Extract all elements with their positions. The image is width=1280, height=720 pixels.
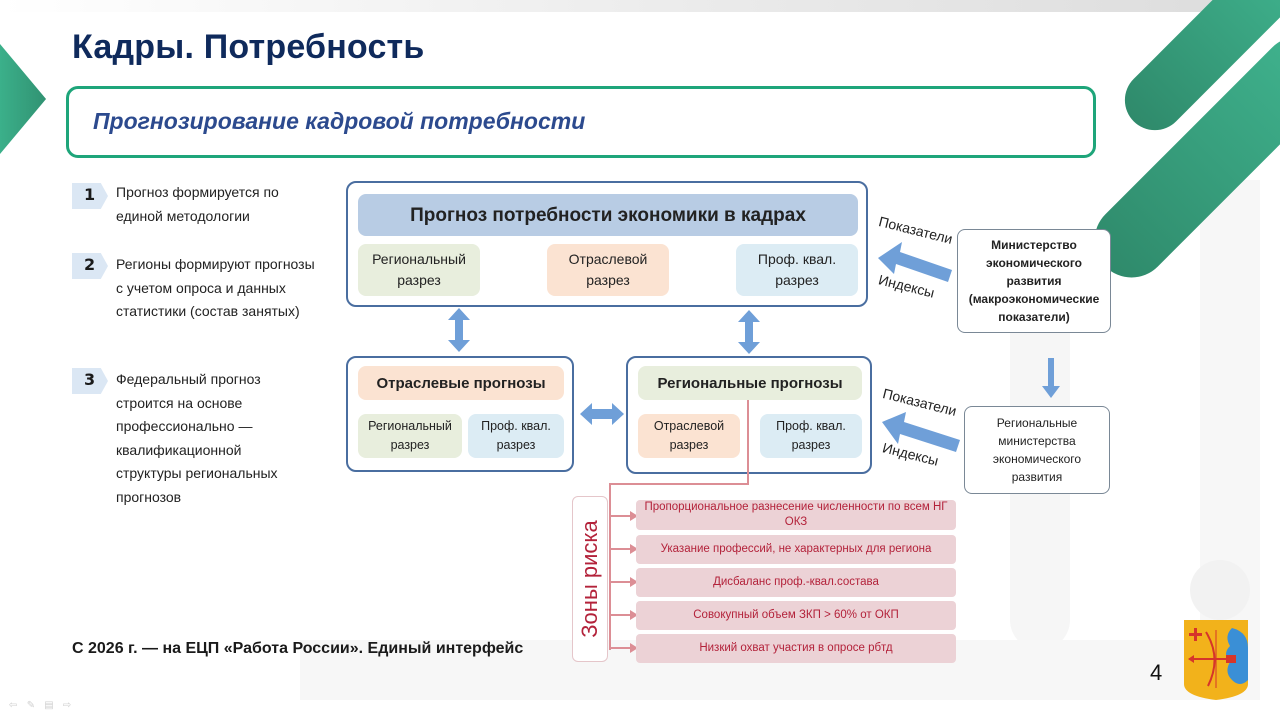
step-text: Регионы формируют прогнозы с учетом опро…: [116, 256, 315, 319]
decorative-triangle: [0, 44, 46, 154]
risk-zones-label-box: Зоны риска: [572, 496, 608, 662]
step-number: 3: [84, 370, 96, 389]
step-number: 2: [84, 255, 96, 274]
main-forecast-frame: Прогноз потребности экономики в кадрах Р…: [346, 181, 868, 307]
regional-ministries-box: Региональные министерства экономического…: [964, 406, 1110, 494]
regional-forecasts-title: Региональные прогнозы: [638, 366, 862, 400]
page-title: Кадры. Потребность: [72, 28, 425, 66]
double-arrow-vertical-icon: [448, 308, 470, 352]
sectoral-forecasts-title: Отраслевые прогнозы: [358, 366, 564, 400]
step-badge: [72, 253, 108, 279]
arrow-down-icon: [1042, 358, 1060, 398]
menu-icon[interactable]: ▤: [44, 700, 54, 711]
subtitle: Прогнозирование кадровой потребности: [93, 108, 586, 134]
step-badge: [72, 368, 108, 394]
slide-number: 4: [1150, 660, 1163, 685]
chip-regional-cut: Региональный разрез: [358, 414, 462, 458]
chip-sectoral-cut: Отраслевой разрез: [547, 244, 669, 296]
regional-ministries-text: Региональные министерства экономического…: [992, 416, 1082, 484]
risk-item: Низкий охват участия в опросе рбтд: [636, 634, 956, 663]
footer-note: С 2026 г. — на ЕЦП «Работа России». Един…: [72, 640, 524, 657]
ministry-box: Министерство экономического развития (ма…: [957, 229, 1111, 333]
step-text: Прогноз формируется по единой методологи…: [116, 184, 279, 224]
risk-item: Дисбаланс проф.-квал.состава: [636, 568, 956, 597]
arrow-left-icon: [882, 412, 960, 452]
chip-prof-cut: Проф. квал. разрез: [736, 244, 858, 296]
risk-item: Указание профессий, не характерных для р…: [636, 535, 956, 564]
ministry-text: Министерство экономического развития (ма…: [968, 238, 1100, 324]
step-text: Федеральный прогноз строится на основе п…: [116, 371, 278, 505]
risk-item: Пропорциональное разнесение численности …: [636, 500, 956, 530]
top-bar: [0, 0, 1280, 12]
watermark-shape: [1190, 560, 1250, 620]
risk-connector-tree: [609, 400, 749, 653]
prev-slide-icon[interactable]: ⇦: [8, 700, 18, 711]
subtitle-box: Прогнозирование кадровой потребности: [66, 86, 1096, 158]
slide-nav-controls[interactable]: ⇦ ✎ ▤ ⇨: [8, 700, 72, 711]
step-badge: [72, 183, 108, 209]
pen-icon[interactable]: ✎: [26, 700, 36, 711]
step-number: 1: [84, 185, 96, 204]
next-slide-icon[interactable]: ⇨: [62, 700, 72, 711]
main-forecast-title: Прогноз потребности экономики в кадрах: [358, 194, 858, 236]
chip-prof-cut: Проф. квал. разрез: [760, 414, 862, 458]
double-arrow-horizontal-icon: [580, 403, 624, 425]
chip-sectoral-cut: Отраслевой разрез: [638, 414, 740, 458]
chip-prof-cut: Проф. квал. разрез: [468, 414, 564, 458]
arrow-left-icon: [878, 242, 952, 282]
sectoral-forecasts-frame: Отраслевые прогнозы Региональный разрез …: [346, 356, 574, 472]
risk-item: Совокупный объем ЗКП > 60% от ОКП: [636, 601, 956, 630]
double-arrow-vertical-icon: [738, 310, 760, 354]
risk-zones-label: Зоны риска: [577, 520, 602, 638]
chip-regional-cut: Региональный разрез: [358, 244, 480, 296]
coat-of-arms-logo: [1184, 620, 1248, 700]
